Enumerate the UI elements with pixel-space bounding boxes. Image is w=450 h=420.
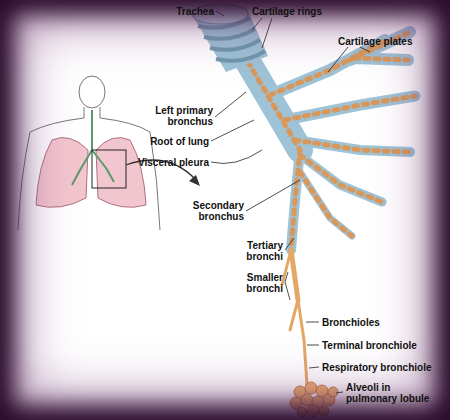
part-label: Smaller bronchi	[231, 272, 283, 294]
body-inset	[18, 76, 160, 230]
part-label: Cartilage plates	[338, 36, 412, 47]
alveoli-cluster	[290, 382, 338, 417]
part-label: Visceral pleura	[138, 157, 209, 168]
zoom-box	[92, 150, 126, 188]
right-lung	[36, 138, 88, 208]
part-label: Bronchioles	[322, 317, 380, 328]
part-label: Terminal bronchiole	[322, 340, 417, 351]
part-label: Trachea	[176, 6, 214, 17]
part-label: Cartilage rings	[252, 6, 322, 17]
part-label: Left primary bronchus	[141, 105, 213, 127]
part-label: Alveoli in pulmonary lobule	[346, 382, 440, 404]
part-label: Secondary bronchus	[180, 200, 244, 222]
part-label: Tertiary bronchi	[231, 240, 283, 262]
inset-airway	[72, 110, 114, 185]
zoom-arrowhead	[189, 175, 200, 186]
bronchi	[248, 32, 415, 385]
part-label: Root of lung	[150, 136, 209, 147]
part-label: Respiratory bronchiole	[322, 362, 431, 373]
left-lung	[96, 138, 146, 208]
